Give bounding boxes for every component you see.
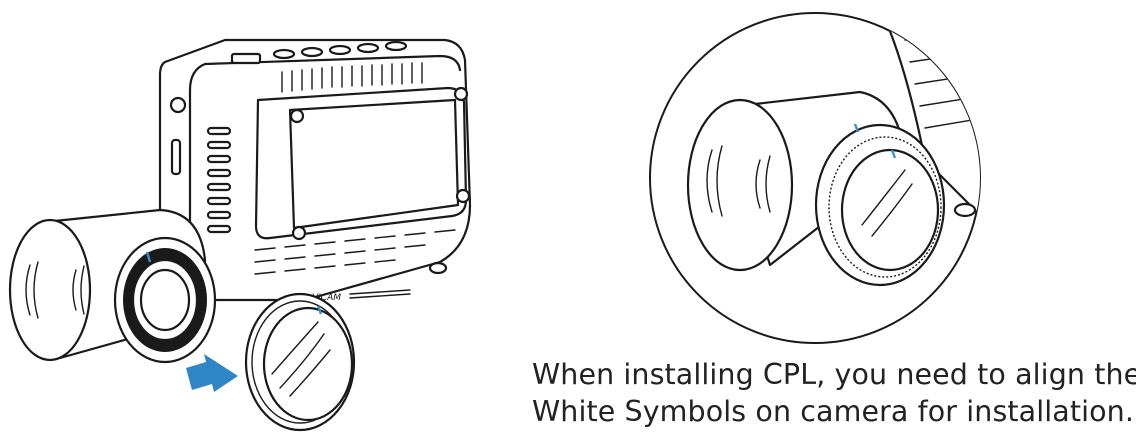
- card-slot: [170, 138, 182, 176]
- side-vents: [206, 126, 232, 234]
- top-vent: [281, 62, 423, 93]
- filter-alignment-mark: [316, 305, 323, 315]
- install-arrow-icon: [186, 354, 238, 392]
- instruction-caption: When installing CPL, you need to align t…: [532, 356, 1136, 430]
- caption-line-2: White Symbols on camera for installation…: [532, 395, 1135, 428]
- mount-plate: [254, 86, 471, 241]
- dash-camera: VICAM: [8, 38, 472, 432]
- bottom-vent: [254, 229, 456, 275]
- caption-line-1: When installing CPL, you need to align t…: [532, 358, 1136, 391]
- cpl-filter: [244, 292, 356, 432]
- brand-text: VICAM: [312, 293, 341, 303]
- alignment-mark: [145, 251, 152, 263]
- zoom-detail: [649, 12, 981, 344]
- side-port-icon: [169, 96, 187, 114]
- top-buttons: [230, 40, 408, 65]
- camera-lens: [113, 236, 217, 364]
